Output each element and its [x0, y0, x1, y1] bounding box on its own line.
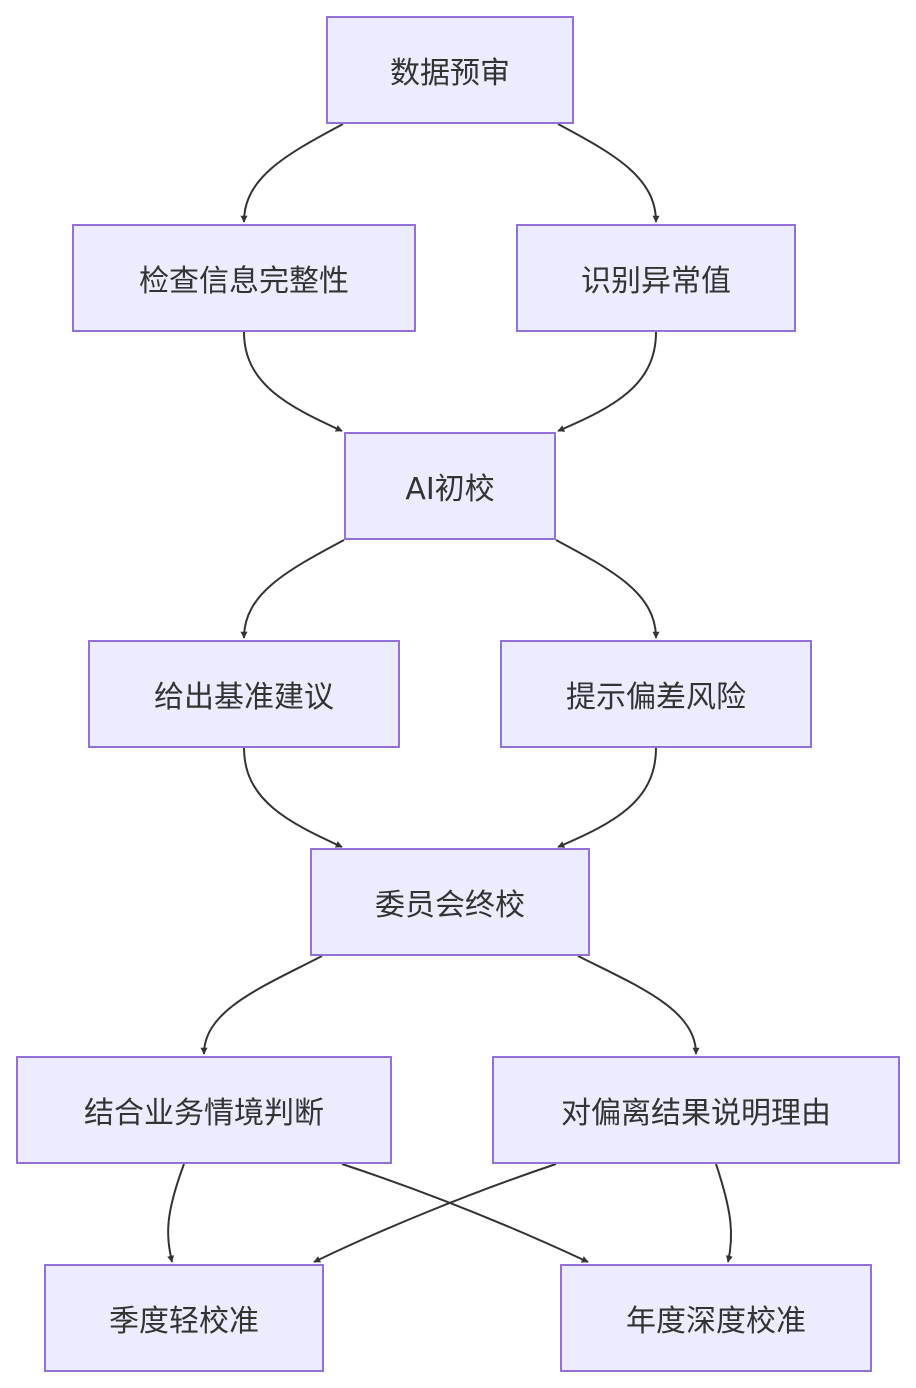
node-identify-anomalies: 识别异常值: [516, 224, 796, 332]
edge-check-completeness-to-ai-initial: [243, 331, 343, 432]
edge-data-review-to-identify-anomalies: [557, 123, 660, 223]
node-annual-deep-calibration: 年度深度校准: [560, 1264, 872, 1372]
edge-committee-final-to-explain-deviation: [577, 955, 700, 1055]
node-deviation-risk: 提示偏差风险: [500, 640, 812, 748]
edge-ai-initial-to-baseline-advice: [240, 539, 345, 639]
node-explain-deviation: 对偏离结果说明理由: [492, 1056, 900, 1164]
node-quarterly-light-calibration: 季度轻校准: [44, 1264, 324, 1372]
edge-explain-deviation-to-quarterly-light: [313, 1163, 557, 1263]
edge-baseline-advice-to-committee-final: [243, 747, 343, 848]
edge-explain-deviation-to-annual-deep: [715, 1163, 733, 1263]
node-baseline-advice: 给出基准建议: [88, 640, 400, 748]
edge-committee-final-to-business-context: [200, 955, 323, 1055]
edge-data-review-to-check-completeness: [240, 123, 344, 223]
node-data-review: 数据预审: [326, 16, 574, 124]
node-business-context: 结合业务情境判断: [16, 1056, 392, 1164]
edge-business-context-to-quarterly-light: [167, 1163, 185, 1263]
node-committee-final-check: 委员会终校: [310, 848, 590, 956]
edge-deviation-risk-to-committee-final: [557, 747, 657, 848]
edge-ai-initial-to-deviation-risk: [555, 539, 660, 639]
edge-identify-anomalies-to-ai-initial: [557, 331, 657, 432]
node-check-completeness: 检查信息完整性: [72, 224, 416, 332]
node-ai-initial-check: AI初校: [344, 432, 556, 540]
edge-business-context-to-annual-deep: [341, 1163, 589, 1263]
